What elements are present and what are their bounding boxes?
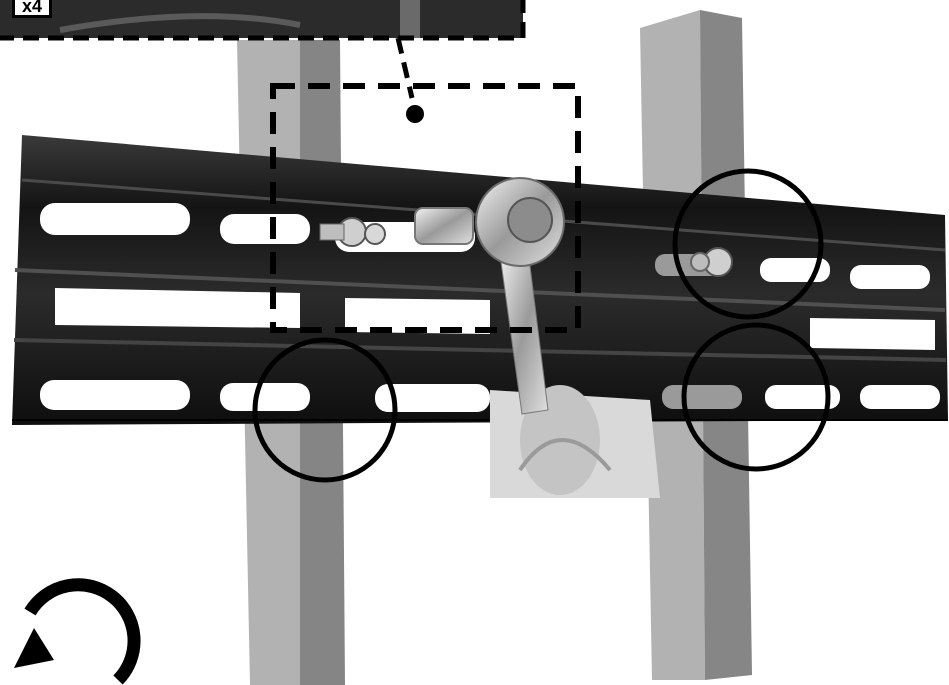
detail-magnifier-frame (0, 0, 523, 38)
rotate-arrow-icon (14, 585, 134, 680)
quantity-badge: x4 (12, 0, 52, 18)
